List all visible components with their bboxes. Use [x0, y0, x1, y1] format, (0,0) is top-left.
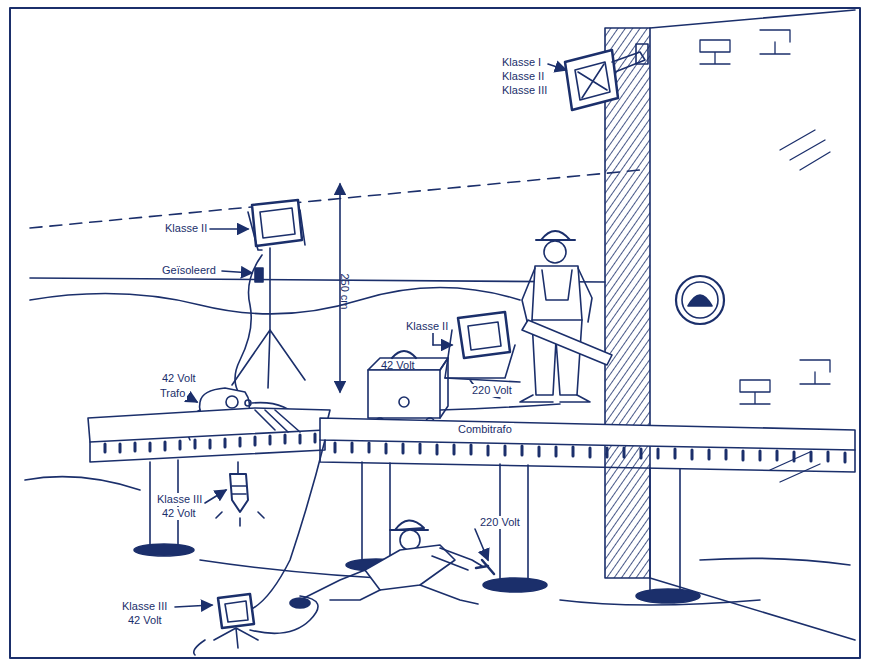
label: Geïsoleerd: [160, 264, 218, 277]
label: 42 Volt: [381, 359, 415, 372]
label: 220 Volt: [470, 384, 514, 397]
label: 42 Volt: [160, 372, 198, 385]
label: Klasse III: [155, 493, 204, 506]
label: 220 Volt: [478, 516, 522, 529]
label: Klasse II: [500, 70, 546, 83]
label: Klasse II: [404, 320, 450, 333]
label: Trafo: [158, 387, 187, 400]
label: Klasse III: [120, 600, 169, 613]
label: Klasse III: [500, 84, 549, 97]
label: Combitrafo: [456, 423, 514, 436]
label: 250 cm: [337, 271, 350, 311]
label: 42 Volt: [160, 507, 198, 520]
label: Klasse I: [500, 56, 543, 69]
label: 42 Volt: [126, 614, 164, 627]
label: Klasse II: [163, 222, 209, 235]
